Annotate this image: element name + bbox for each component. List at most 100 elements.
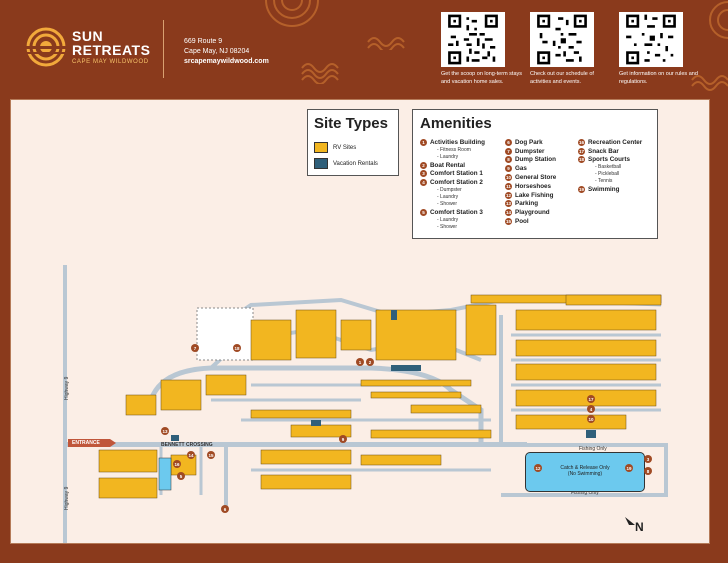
qr-code-activities[interactable]	[530, 12, 594, 67]
amenity-number-badge: 16	[578, 138, 585, 146]
amenity-label: Comfort Station 1	[430, 170, 483, 178]
marker-19[interactable]: 19	[625, 464, 633, 472]
marker-12[interactable]: 12	[534, 464, 542, 472]
amenity-label: Gas	[515, 165, 527, 173]
amenity-label: Parking	[515, 200, 539, 208]
main-road	[67, 442, 527, 447]
marker-2[interactable]: 2	[366, 358, 374, 366]
marker-3[interactable]: 3	[644, 455, 652, 463]
amenity-number-badge: 10	[505, 174, 512, 182]
marker-6[interactable]: 6	[221, 505, 229, 513]
qr-code-rules[interactable]	[619, 12, 683, 67]
qr-caption-3: Get information on our rules and regulat…	[619, 71, 698, 85]
qr-code-icon	[448, 14, 498, 65]
sun-logo-icon	[26, 27, 66, 67]
address-block: 669 Route 9 Cape May, NJ 08204 srcapemay…	[184, 37, 269, 67]
amenity-sub-item: - Dumpster	[437, 187, 462, 194]
amenity-label: Lake Fishing	[515, 191, 554, 199]
city: Cape May, NJ 08204	[184, 48, 250, 55]
header: SUN RETREATS CAPE MAY WILDWOOD 669 Route…	[0, 0, 728, 98]
lake-line2: (No Swimming)	[567, 471, 603, 477]
legend-rv-sites: RV Sites	[314, 142, 356, 153]
amenity-sub-item: - Tennis	[595, 178, 613, 185]
legend-rv-label: RV Sites	[333, 144, 357, 151]
fishing-only-bottom-label: Fishing Only	[571, 490, 599, 496]
logo[interactable]: SUN RETREATS CAPE MAY WILDWOOD	[26, 27, 150, 67]
map-canvas	[63, 265, 668, 543]
marker-10[interactable]: 10	[587, 415, 595, 423]
north-label: N	[635, 520, 644, 534]
amenity-number-badge: 1	[420, 138, 427, 146]
amenity-sub-item: - Fitness Room	[437, 146, 471, 153]
east-loop-road	[499, 315, 668, 497]
lake[interactable]: Catch & Release Only (No Swimming)	[525, 452, 645, 492]
brand-name: SUN RETREATS CAPE MAY WILDWOOD	[72, 29, 150, 65]
bennett-crossing-pool	[158, 457, 172, 491]
amenity-number-badge: 14	[505, 209, 512, 217]
decorative-wave-icon	[301, 63, 339, 84]
amenity-number-badge: 11	[505, 182, 512, 190]
amenity-label: Horseshoes	[515, 182, 552, 190]
marker-16[interactable]: 16	[173, 460, 181, 468]
amenity-sub-item: - Pickleball	[595, 171, 620, 178]
amenity-label: Recreation Center	[588, 138, 643, 146]
marker-8[interactable]: 8	[644, 467, 652, 475]
amenity-sub-item: - Shower	[437, 223, 458, 230]
north-arrow-icon	[625, 517, 635, 525]
brand-line1: SUN	[72, 28, 104, 44]
amenity-sub-item: - Shower	[437, 201, 458, 208]
campground-map[interactable]: Site Types RV Sites Vacation Rentals Ame…	[10, 99, 710, 544]
marker-15[interactable]: 15	[207, 451, 215, 459]
amenity-label: Dump Station	[515, 156, 556, 164]
decorative-wave-icon	[691, 75, 728, 91]
fishing-only-top-label: Fishing Only	[579, 446, 607, 452]
highway-label-bottom: Highway 9	[64, 486, 70, 510]
marker-13[interactable]: 13	[161, 427, 169, 435]
brand-line3: CAPE MAY WILDWOOD	[72, 59, 149, 65]
marker-4[interactable]: 4	[587, 405, 595, 413]
vacation-rental-sites	[171, 310, 596, 441]
marker-5[interactable]: 5	[177, 472, 185, 480]
amenity-number-badge: 9	[505, 165, 512, 173]
entrance-label: ENTRANCE	[68, 439, 116, 447]
dog-park-area	[196, 307, 254, 361]
qr-code-long-term[interactable]	[441, 12, 505, 67]
marker-18[interactable]: 18	[233, 344, 241, 352]
amenity-number-badge: 5	[420, 209, 427, 217]
rv-sites	[98, 294, 662, 499]
amenity-number-badge: 4	[420, 179, 427, 187]
amenity-label: Activities Building	[430, 138, 485, 146]
qr-caption-1: Get the scoop on long-term stays and vac…	[441, 71, 523, 85]
marker-14[interactable]: 14	[187, 451, 195, 459]
lake-line1: Catch & Release Only	[560, 465, 610, 471]
qr-code-icon	[537, 14, 587, 65]
amenity-label: Playground	[515, 209, 550, 217]
marker-17[interactable]: 17	[587, 395, 595, 403]
marker-1[interactable]: 1	[356, 358, 364, 366]
qr-code-icon	[626, 14, 676, 65]
decorative-wave-icon	[367, 37, 405, 50]
rv-swatch	[314, 142, 328, 153]
amenity-number-badge: 6	[505, 138, 512, 146]
amenity-number-badge: 12	[505, 191, 512, 199]
marker-7[interactable]: 7	[191, 344, 199, 352]
amenities-title: Amenities	[420, 115, 492, 132]
rental-swatch	[314, 158, 328, 169]
amenity-label: Snack Bar	[588, 147, 619, 155]
amenity-label: Boat Rental	[430, 161, 465, 169]
amenity-sub-item: - Basketball	[595, 164, 622, 171]
marker-9[interactable]: 9	[339, 435, 347, 443]
amenity-number-badge: 13	[505, 200, 512, 208]
website-link[interactable]: srcapemaywildwood.com	[184, 58, 269, 65]
